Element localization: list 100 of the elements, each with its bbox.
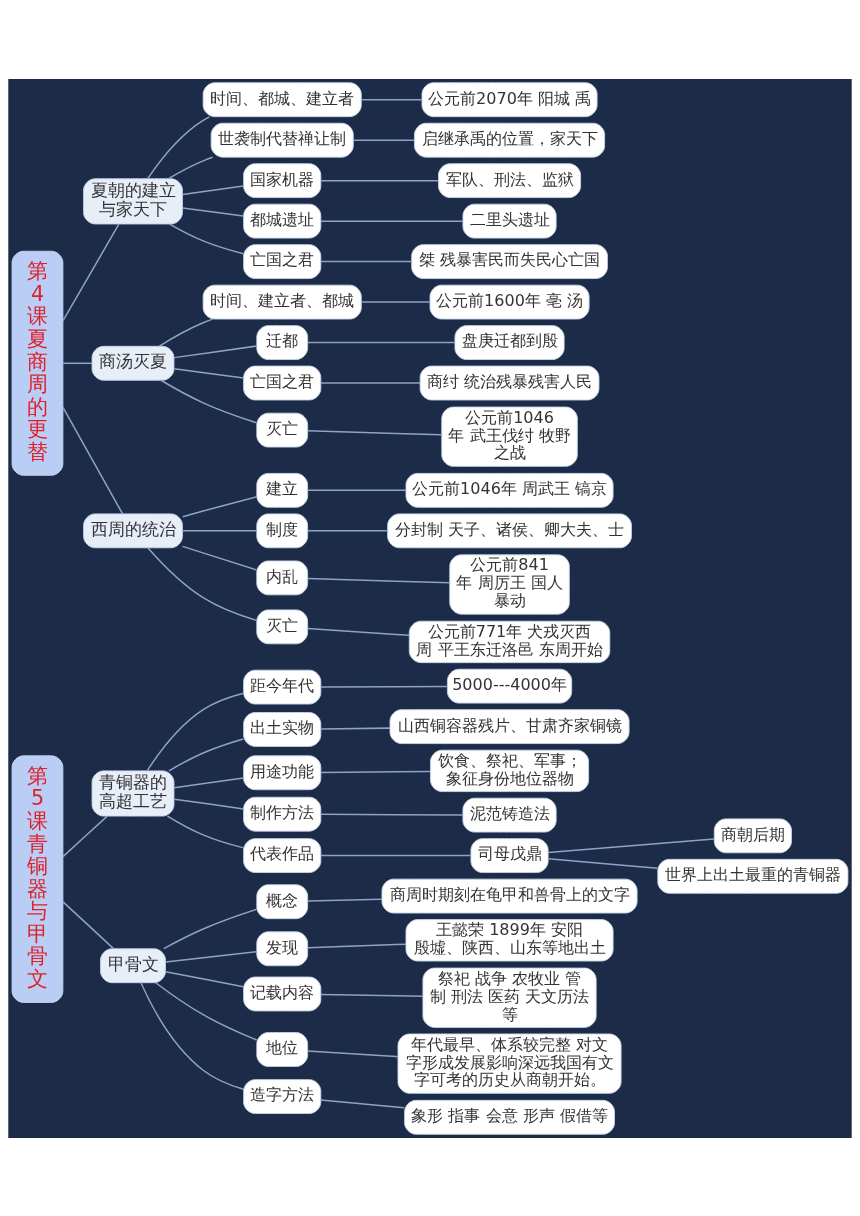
node-box: 亡国之君 (243, 243, 322, 279)
connector (306, 341, 456, 343)
connector (160, 379, 258, 423)
node-box: 第4课夏商周的更替 (11, 250, 64, 476)
connector (360, 300, 431, 303)
connector (154, 981, 258, 1041)
connector (173, 776, 245, 789)
connector (306, 1049, 399, 1057)
node-box: 二里头遗址 (462, 203, 557, 239)
connector (320, 813, 464, 816)
node-box: 概念 (256, 883, 309, 919)
node-box: 分封制 天子、诸侯、卿大夫、士 (387, 512, 632, 548)
node-box: 迁都 (256, 324, 309, 360)
node-box: 出土实物 (243, 711, 322, 747)
node-box: 公元前1600年 亳 汤 (429, 284, 590, 319)
node-box: 时间、建立者、都城 (202, 284, 362, 319)
connector (320, 854, 472, 856)
node-box: 商周时期刻在龟甲和兽骨上的文字 (381, 878, 638, 913)
connector (62, 900, 115, 949)
connector (62, 222, 120, 321)
node-box: 盘庚迁都到殷 (454, 324, 565, 360)
connector (168, 737, 245, 772)
node-box: 甲骨文 (100, 947, 166, 983)
node-box: 公元前841年 周厉王 国人暴动 (449, 553, 570, 615)
connector (181, 495, 258, 518)
node-box: 商朝后期 (713, 817, 792, 853)
connector (320, 993, 424, 997)
connector (181, 184, 245, 195)
node-box: 制作方法 (243, 796, 322, 832)
node-box: 桀 残暴害民而失民心亡国 (411, 243, 608, 279)
node-box: 记载内容 (243, 976, 322, 1011)
node-box: 内乱 (256, 560, 309, 595)
connector (173, 367, 245, 379)
node-box: 启继承禹的位置，家天下 (414, 122, 606, 158)
node-box: 距今年代 (243, 669, 322, 704)
node-box: 王懿荣 1899年 安阳殷墟、陕西、山东等地出土 (405, 918, 614, 961)
connector (306, 577, 451, 584)
connector (306, 429, 443, 435)
node-box: 5000---4000年 (446, 668, 573, 704)
connector (320, 179, 440, 181)
connector (62, 406, 124, 515)
connector (158, 317, 214, 347)
connector (306, 627, 410, 636)
node-box: 用途功能 (243, 754, 322, 790)
connector (306, 942, 407, 949)
node-box: 公元前1046年 周武王 镐京 (405, 472, 614, 508)
node-box: 饮食、祭祀、军事；象征身份地位器物 (430, 749, 590, 792)
node-box: 祭祀 战争 农牧业 管制 刑法 医药 天文历法等 (422, 967, 597, 1028)
connector (147, 115, 211, 179)
node-box: 都城遗址 (243, 203, 322, 239)
connector (140, 981, 245, 1090)
node-box: 国家机器 (243, 162, 322, 198)
node-box: 公元前771年 犬戎灭西周 平王东迁洛邑 东周开始 (408, 620, 611, 663)
node-box: 造字方法 (243, 1078, 322, 1114)
connector (547, 857, 659, 869)
node-box: 泥范铸造法 (462, 797, 557, 833)
node-box: 公元前1046年 武王伐纣 牧野之战 (441, 406, 578, 467)
node-box: 年代最早、体系较完整 对文字形成发展影响深远我国有文字可考的历史从商朝开始。 (397, 1033, 622, 1094)
connector (146, 691, 245, 771)
connector (181, 529, 258, 532)
node-box: 军队、刑法、监狱 (438, 162, 582, 198)
connector (320, 685, 449, 688)
connector (181, 206, 245, 217)
connector (173, 797, 245, 810)
connector (320, 219, 464, 222)
connector (320, 726, 391, 730)
connector (181, 545, 258, 571)
connector (167, 155, 214, 179)
node-box: 时间、都城、建立者 (202, 81, 362, 117)
connector (164, 950, 258, 963)
node-box: 灭亡 (256, 608, 309, 644)
connector (320, 260, 413, 262)
connector (320, 770, 431, 773)
connector (147, 546, 258, 621)
connector (168, 222, 244, 254)
connector (163, 908, 258, 949)
node-box: 西周的统治 (83, 512, 183, 548)
connector (164, 970, 245, 987)
node-box: 青铜器的高超工艺 (91, 769, 175, 817)
connector (166, 814, 245, 849)
connector (62, 814, 109, 857)
node-box: 世袭制代替禅让制 (210, 122, 354, 158)
node-box: 商汤灭夏 (91, 345, 175, 381)
node-box: 夏朝的建立与家天下 (83, 177, 183, 224)
connector (173, 344, 258, 358)
node-box: 亡国之君 (243, 365, 322, 400)
node-box: 公元前2070年 阳城 禹 (421, 81, 598, 117)
node-box: 山西铜容器残片、甘肃齐家铜镜 (389, 708, 630, 744)
connector (360, 98, 423, 100)
node-box: 发现 (256, 930, 309, 966)
connector (306, 489, 407, 491)
node-box: 世界上出土最重的青铜器 (657, 858, 849, 894)
connector (320, 1098, 406, 1108)
node-box: 商纣 统治残暴残害人民 (419, 365, 600, 400)
node-box: 建立 (256, 472, 309, 508)
node-box: 灭亡 (256, 412, 309, 448)
node-box: 代表作品 (243, 837, 322, 873)
node-box: 制度 (256, 512, 309, 548)
node-box: 第5课青铜器与甲骨文 (11, 754, 64, 1003)
node-box: 司母戊鼎 (470, 837, 549, 873)
